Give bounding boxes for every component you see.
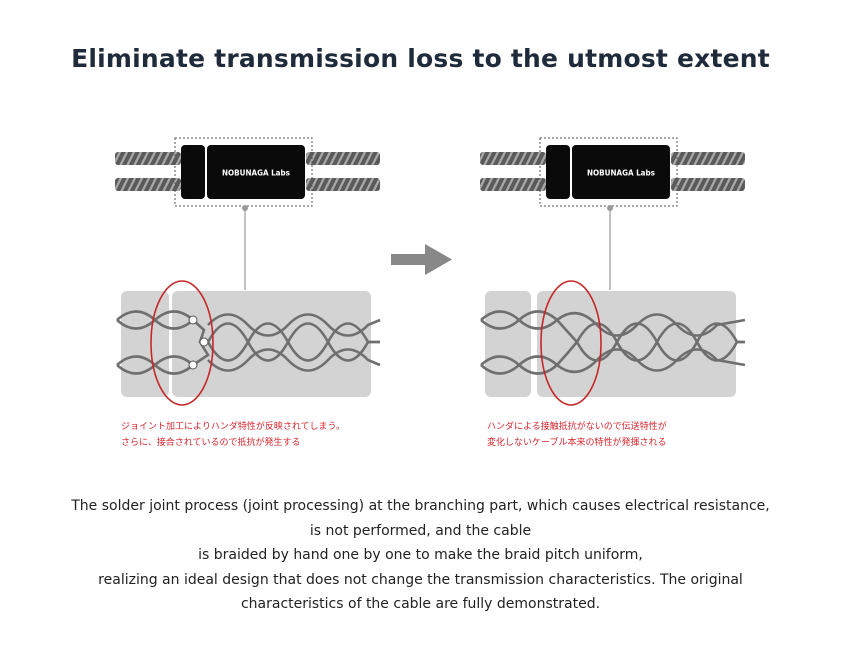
description-line-3: is braided by hand one by one to make th…: [198, 547, 643, 563]
right-splitter-assembly: NOBUNAGA Labs: [480, 137, 745, 207]
right-cable-lower-left: [480, 178, 546, 191]
left-wire-detail: [116, 280, 381, 406]
right-brand-label: NOBUNAGA Labs: [587, 169, 655, 178]
left-note-line-1: ジョイント加工によりハンダ特性が反映されてしまう。: [121, 420, 345, 432]
left-cable-lower-right: [306, 178, 380, 191]
left-cable-lower-left: [115, 178, 181, 191]
right-connector-cap: [546, 145, 570, 199]
right-wire-lower-a: [480, 322, 745, 375]
left-segment-small: [121, 291, 169, 397]
left-brand-label: NOBUNAGA Labs: [222, 169, 290, 178]
comparison-diagram: NOBUNAGA Labs ジョイント加工によりハンダ特性が反映されてし: [115, 137, 746, 448]
right-wire-upper-b: [480, 310, 746, 337]
page-title: Eliminate transmission loss to the utmos…: [71, 44, 770, 73]
right-wire-detail: [480, 280, 746, 406]
left-cable-upper-left: [115, 152, 181, 165]
left-cable-upper-right: [306, 152, 380, 165]
left-wire-lower-b: [116, 355, 194, 375]
right-wire-lower-b: [480, 348, 746, 375]
right-cable-lower-right: [671, 178, 745, 191]
left-splitter-assembly: NOBUNAGA Labs: [115, 137, 380, 207]
right-note-line-2: 変化しないケーブル本来の特性が発揮される: [487, 436, 666, 448]
right-segment-large: [537, 291, 736, 397]
left-connector-cap: [181, 145, 205, 199]
transition-arrow-icon: [391, 244, 452, 275]
description-line-1: The solder joint process (joint processi…: [71, 498, 770, 514]
right-segment-small: [485, 291, 531, 397]
left-splitter-body: [207, 145, 305, 199]
description-line-4: realizing an ideal design that does not …: [98, 571, 743, 588]
left-note-line-2: さらに、接合されているので抵抗が発生する: [121, 436, 300, 448]
description-line-5: characteristics of the cable are fully d…: [240, 596, 601, 612]
left-highlight-ellipse: [150, 280, 214, 406]
left-braid-d: [207, 348, 381, 372]
left-solder-point-1: [188, 315, 198, 325]
right-note-line-1: ハンダによる接触抵抗がないので伝送特性が: [487, 420, 667, 432]
left-leader-dot: [242, 205, 248, 211]
left-solder-point-2: [199, 337, 209, 347]
right-cable-upper-right: [671, 152, 745, 165]
right-splitter-body: [572, 145, 670, 199]
right-highlight-ellipse: [540, 280, 602, 406]
left-braid-b: [206, 322, 380, 362]
right-cable-upper-left: [480, 152, 546, 165]
left-solder-point-3: [188, 360, 198, 370]
description-text: The solder joint process (joint processi…: [40, 494, 801, 617]
right-leader-dot: [607, 205, 613, 211]
left-wire-upper-b: [116, 310, 194, 330]
left-braid-c: [207, 313, 381, 337]
description-line-2: is not performed, and the cable: [309, 522, 532, 539]
right-panel: NOBUNAGA Labs ハンダによる接触抵抗がないので伝送特性が 変化しない…: [480, 137, 746, 448]
left-panel: NOBUNAGA Labs ジョイント加工によりハンダ特性が反映されてし: [115, 137, 381, 448]
